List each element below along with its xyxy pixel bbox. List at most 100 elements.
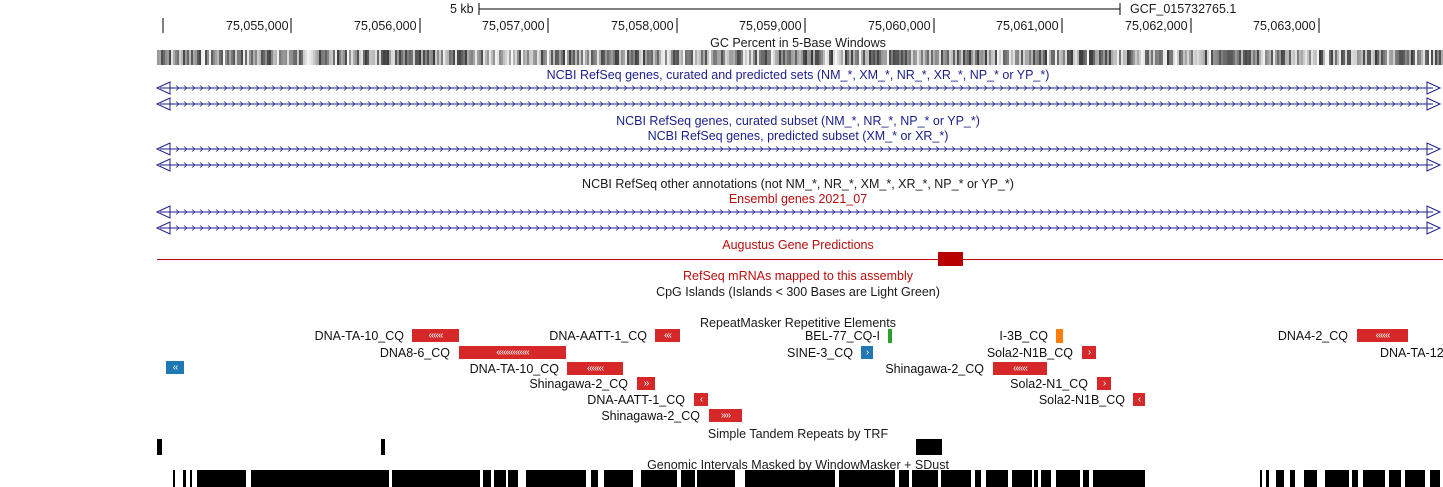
- track-title-gc-percent[interactable]: GC Percent in 5-Base Windows: [710, 36, 886, 50]
- repeat-label: SINE-3_CQ: [787, 346, 853, 360]
- repeat-item[interactable]: ‹‹‹‹‹‹‹: [567, 362, 623, 375]
- repeat-label: DNA-AATT-1_CQ: [587, 393, 685, 407]
- repeat-label: Sola2-N1B_CQ: [1038, 393, 1125, 407]
- windowmasker-block: [1041, 470, 1051, 487]
- windowmasker-block: [975, 470, 981, 487]
- windowmasker-block: [745, 470, 835, 487]
- track-title-refseq-predicted[interactable]: NCBI RefSeq genes, predicted subset (XM_…: [647, 129, 949, 143]
- windowmasker-block: [508, 470, 518, 487]
- trf-block: [381, 439, 385, 455]
- windowmasker-block: [1290, 470, 1295, 487]
- windowmasker-block: [941, 470, 971, 487]
- repeat-label: BEL-77_CQ-I: [804, 329, 880, 343]
- repeat-item[interactable]: ›: [1082, 346, 1096, 359]
- track-title-refseq-other[interactable]: NCBI RefSeq other annotations (not NM_*,…: [582, 177, 1014, 191]
- windowmasker-block: [1012, 470, 1032, 487]
- windowmasker-block: [494, 470, 506, 487]
- windowmasker-block: [1056, 470, 1080, 487]
- windowmasker-block: [1304, 470, 1317, 487]
- windowmasker-block: [251, 470, 389, 487]
- repeat-item[interactable]: ‹‹‹: [655, 329, 680, 342]
- augustus-track[interactable]: [157, 252, 1443, 266]
- gene-line: [155, 221, 1442, 235]
- ruler-position: 75,058,000: [611, 19, 674, 33]
- repeat-item[interactable]: ›: [861, 346, 873, 359]
- repeat-item[interactable]: ‹‹‹‹‹‹: [412, 329, 459, 342]
- repeat-bars[interactable]: [888, 329, 1063, 343]
- repeat-label: DNA4-2_CQ: [1277, 329, 1348, 343]
- windowmasker-track[interactable]: [173, 470, 1440, 487]
- repeat-label: Shinagawa-2_CQ: [601, 409, 700, 423]
- gc-percent-track[interactable]: [157, 50, 1443, 65]
- repeat-item[interactable]: ‹: [694, 393, 708, 406]
- track-title-windowmasker[interactable]: Genomic Intervals Masked by WindowMasker…: [647, 458, 949, 472]
- repeat-label: DNA-TA-12: [1380, 346, 1443, 360]
- track-title-repeatmasker[interactable]: RepeatMasker Repetitive Elements: [700, 316, 896, 330]
- scale-label: 5 kb: [450, 2, 474, 16]
- assembly-label: GCF_015732765.1: [1130, 2, 1237, 16]
- windowmasker-block: [1093, 470, 1145, 487]
- scale-bar: [478, 3, 1121, 15]
- repeat-label: I-3B_CQ: [999, 329, 1048, 343]
- repeat-label: Shinagawa-2_CQ: [529, 377, 628, 391]
- windowmasker-block: [1083, 470, 1089, 487]
- gene-line: [155, 142, 1442, 156]
- windowmasker-block: [1276, 470, 1284, 487]
- gene-line: [155, 81, 1442, 95]
- windowmasker-block: [1405, 470, 1425, 487]
- gene-line: [155, 158, 1442, 172]
- gene-line: [155, 97, 1442, 111]
- track-title-ensembl[interactable]: Ensembl genes 2021_07: [728, 192, 868, 206]
- repeat-item[interactable]: ››››: [709, 409, 742, 422]
- windowmasker-block: [197, 470, 246, 487]
- trf-track[interactable]: [157, 439, 942, 455]
- ruler-ticks: [162, 18, 1320, 33]
- ruler-position: 75,057,000: [482, 19, 545, 33]
- windowmasker-block: [1034, 470, 1038, 487]
- trf-block: [916, 439, 942, 455]
- gene-tracks[interactable]: [155, 81, 1442, 235]
- repeat-label: Sola2-N1_CQ: [1010, 377, 1088, 391]
- ruler-position: 75,060,000: [868, 19, 931, 33]
- ruler-position: 75,055,000: [226, 19, 289, 33]
- windowmasker-block: [591, 470, 598, 487]
- windowmasker-block: [641, 470, 677, 487]
- track-title-trf[interactable]: Simple Tandem Repeats by TRF: [707, 427, 889, 441]
- augustus-exon[interactable]: [938, 252, 963, 266]
- repeat-label: DNA-TA-10_CQ: [469, 362, 559, 376]
- repeat-bel-77[interactable]: [888, 329, 892, 343]
- windowmasker-block: [839, 470, 895, 487]
- track-title-cpg[interactable]: CpG Islands (Islands < 300 Bases are Lig…: [656, 285, 940, 299]
- track-title-augustus[interactable]: Augustus Gene Predictions: [722, 238, 874, 252]
- windowmasker-block: [1389, 470, 1401, 487]
- repeat-item[interactable]: ‹‹‹‹‹‹: [993, 362, 1047, 375]
- repeat-label: DNA-TA-10_CQ: [314, 329, 404, 343]
- windowmasker-block: [899, 470, 909, 487]
- gene-line: [155, 205, 1442, 219]
- repeat-item[interactable]: ‹‹‹‹‹‹: [1357, 329, 1408, 342]
- windowmasker-block: [912, 470, 938, 487]
- windowmasker-block: [1325, 470, 1349, 487]
- repeat-item[interactable]: ‹‹: [166, 361, 184, 374]
- windowmasker-block: [986, 470, 1008, 487]
- track-title-refseq-curated[interactable]: NCBI RefSeq genes, curated subset (NM_*,…: [616, 114, 980, 128]
- windowmasker-block: [697, 470, 735, 487]
- windowmasker-block: [190, 470, 192, 487]
- windowmasker-block: [1352, 470, 1358, 487]
- repeat-item[interactable]: ‹‹‹‹‹‹‹‹‹‹‹‹‹‹: [459, 346, 566, 359]
- repeat-label: DNA8-6_CQ: [379, 346, 450, 360]
- repeat-i-3b[interactable]: [1056, 329, 1063, 343]
- ruler-position: 75,056,000: [354, 19, 417, 33]
- track-title-refseq-all[interactable]: NCBI RefSeq genes, curated and predicted…: [546, 68, 1050, 82]
- windowmasker-block: [183, 470, 186, 487]
- repeat-label: DNA-AATT-1_CQ: [549, 329, 647, 343]
- repeat-item[interactable]: ››: [637, 377, 655, 390]
- repeat-label: Shinagawa-2_CQ: [885, 362, 984, 376]
- windowmasker-block: [392, 470, 480, 487]
- ruler-position: 75,061,000: [996, 19, 1059, 33]
- repeat-item[interactable]: ‹: [1133, 393, 1145, 406]
- repeat-item[interactable]: ›: [1097, 377, 1111, 390]
- track-title-refseq-mrna[interactable]: RefSeq mRNAs mapped to this assembly: [683, 269, 913, 283]
